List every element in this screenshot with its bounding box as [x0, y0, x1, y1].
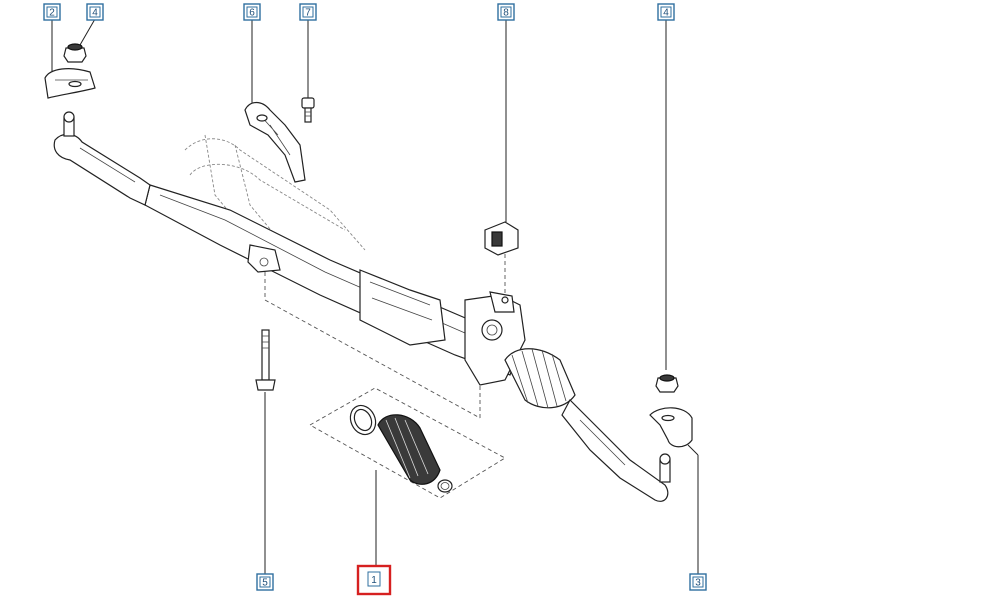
part-4-nut-right — [655, 374, 679, 393]
callout-7[interactable]: 7 — [299, 3, 317, 21]
callout-3[interactable]: 3 — [689, 573, 707, 591]
callout-1-label: 1 — [371, 575, 377, 586]
callout-2[interactable]: 2 — [43, 3, 61, 21]
callout-8-label: 8 — [503, 8, 509, 19]
part-6-bracket — [244, 101, 306, 183]
part-8-clip — [484, 221, 519, 256]
part-5-long-bolt — [255, 329, 276, 391]
callout-4-left[interactable]: 4 — [86, 3, 104, 21]
callout-8[interactable]: 8 — [497, 3, 515, 21]
callout-1-selected[interactable]: 1 — [356, 564, 392, 596]
part-2-heat-shield — [44, 68, 96, 99]
callout-7-label: 7 — [305, 8, 311, 19]
callout-5[interactable]: 5 — [256, 573, 274, 591]
callout-2-label: 2 — [49, 8, 55, 19]
part-7-bolt — [301, 97, 315, 123]
right-rack-bellows — [504, 348, 671, 502]
leader-lines — [51, 18, 699, 575]
callout-3-label: 3 — [695, 578, 701, 589]
part-1-boot-kit — [349, 404, 453, 493]
callout-4-right[interactable]: 4 — [657, 3, 675, 21]
part-3-heat-shield — [649, 407, 693, 448]
callout-5-label: 5 — [262, 578, 268, 589]
callout-6-label: 6 — [249, 8, 255, 19]
callout-6[interactable]: 6 — [243, 3, 261, 21]
callout-4-right-label: 4 — [663, 8, 669, 19]
steering-rack-housing — [53, 111, 526, 386]
part-4-nut-left — [63, 43, 87, 63]
callout-4-left-label: 4 — [92, 8, 98, 19]
